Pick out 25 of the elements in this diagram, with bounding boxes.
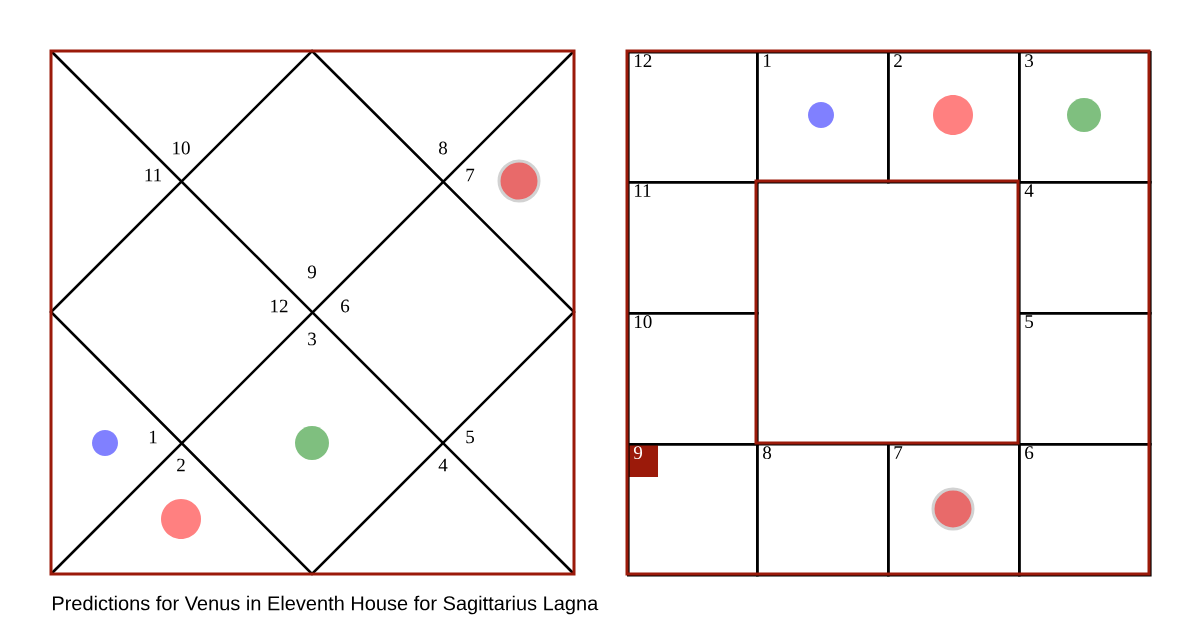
house-cell: 9 xyxy=(627,443,759,577)
house-cell: 6 xyxy=(1018,443,1152,577)
house-number: 7 xyxy=(466,168,475,182)
house-number: 2 xyxy=(177,458,185,472)
house-cell: 1 xyxy=(756,51,890,184)
house-cell: 8 xyxy=(756,443,890,577)
house-cell: 12 xyxy=(627,51,759,184)
house-number: 11 xyxy=(145,168,161,182)
house-number: 4 xyxy=(438,458,448,472)
house-cell: 7 xyxy=(887,443,1021,577)
house-number: 3 xyxy=(308,332,316,346)
house-cell: 2 xyxy=(887,51,1021,184)
house-cell: 3 xyxy=(1018,51,1152,184)
house-number: 1 xyxy=(149,430,157,444)
house-cell: 11 xyxy=(627,181,759,315)
house-number: 10 xyxy=(173,141,190,155)
house-cell: 4 xyxy=(1018,181,1152,315)
caption: Predictions for Venus in Eleventh House for Sagittarius Lagna xyxy=(53,595,599,615)
house-number: 8 xyxy=(439,141,448,155)
house-number: 5 xyxy=(466,430,474,444)
house-cell: 5 xyxy=(1018,312,1152,446)
house-cell: 10 xyxy=(627,312,759,446)
house-number: 6 xyxy=(341,299,350,313)
house-number: 9 xyxy=(307,265,316,279)
house-number: 12 xyxy=(271,299,288,313)
